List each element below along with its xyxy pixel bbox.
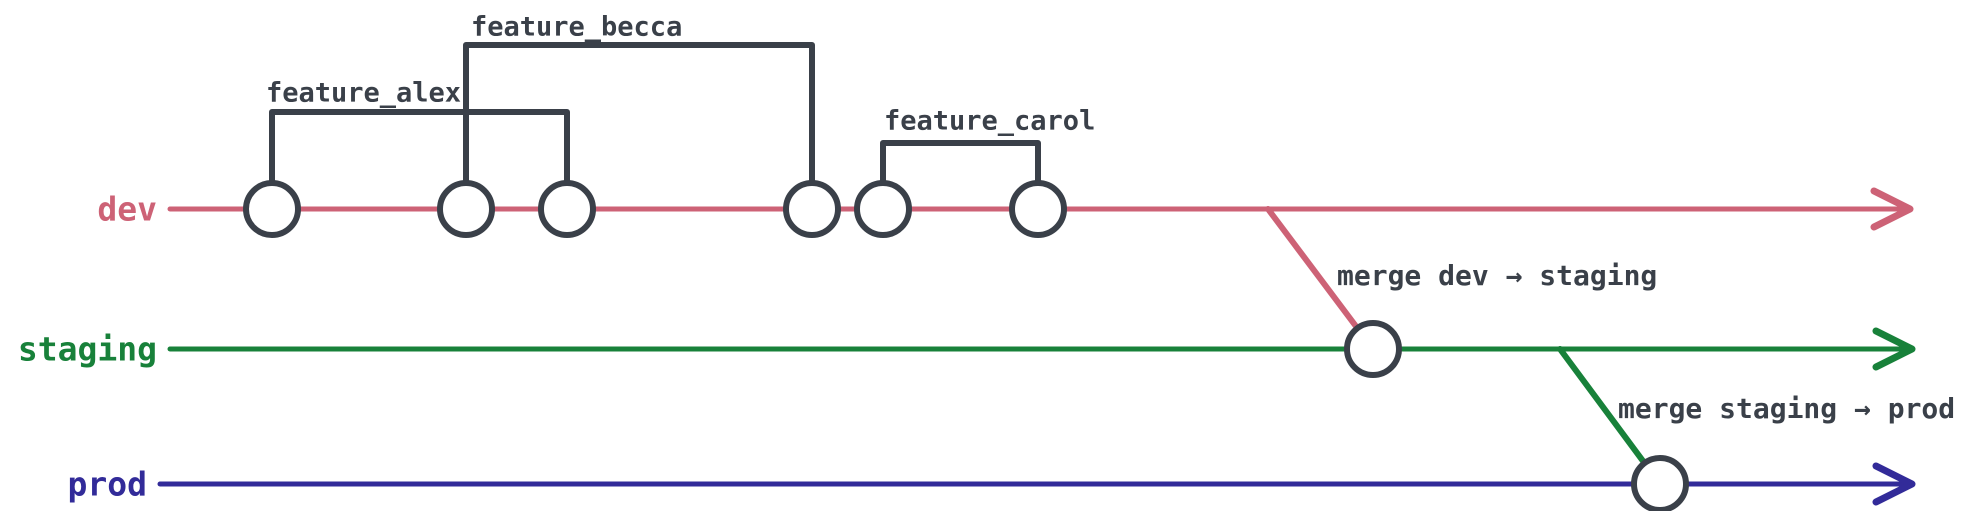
commit-node xyxy=(1344,320,1402,378)
feature-bracket-1 xyxy=(463,42,815,188)
commit-node xyxy=(437,180,495,238)
feature-label-carol: feature_carol xyxy=(884,105,1096,137)
merge-label-dev-to-staging: merge dev → staging xyxy=(1337,259,1658,292)
prod-arrowhead-icon xyxy=(1872,462,1916,506)
commit-node xyxy=(538,180,596,238)
staging-arrowhead-icon xyxy=(1872,327,1916,371)
branch-label-staging: staging xyxy=(17,329,157,369)
commit-node xyxy=(854,180,912,238)
commit-node xyxy=(1009,180,1067,238)
commit-node xyxy=(243,180,301,238)
feature-label-becca: feature_becca xyxy=(471,11,683,43)
merge-line-0 xyxy=(1265,206,1376,352)
dev-arrowhead-icon xyxy=(1870,187,1914,231)
feature-bracket-2 xyxy=(880,140,1041,188)
feature-label-alex: feature_alex xyxy=(266,77,462,109)
merge-label-staging-to-prod: merge staging → prod xyxy=(1618,392,1956,425)
feature-bracket-0 xyxy=(269,109,570,188)
commit-node xyxy=(783,180,841,238)
branch-label-dev: dev xyxy=(97,189,157,229)
commit-node xyxy=(1631,455,1689,511)
branch-label-prod: prod xyxy=(67,464,147,504)
